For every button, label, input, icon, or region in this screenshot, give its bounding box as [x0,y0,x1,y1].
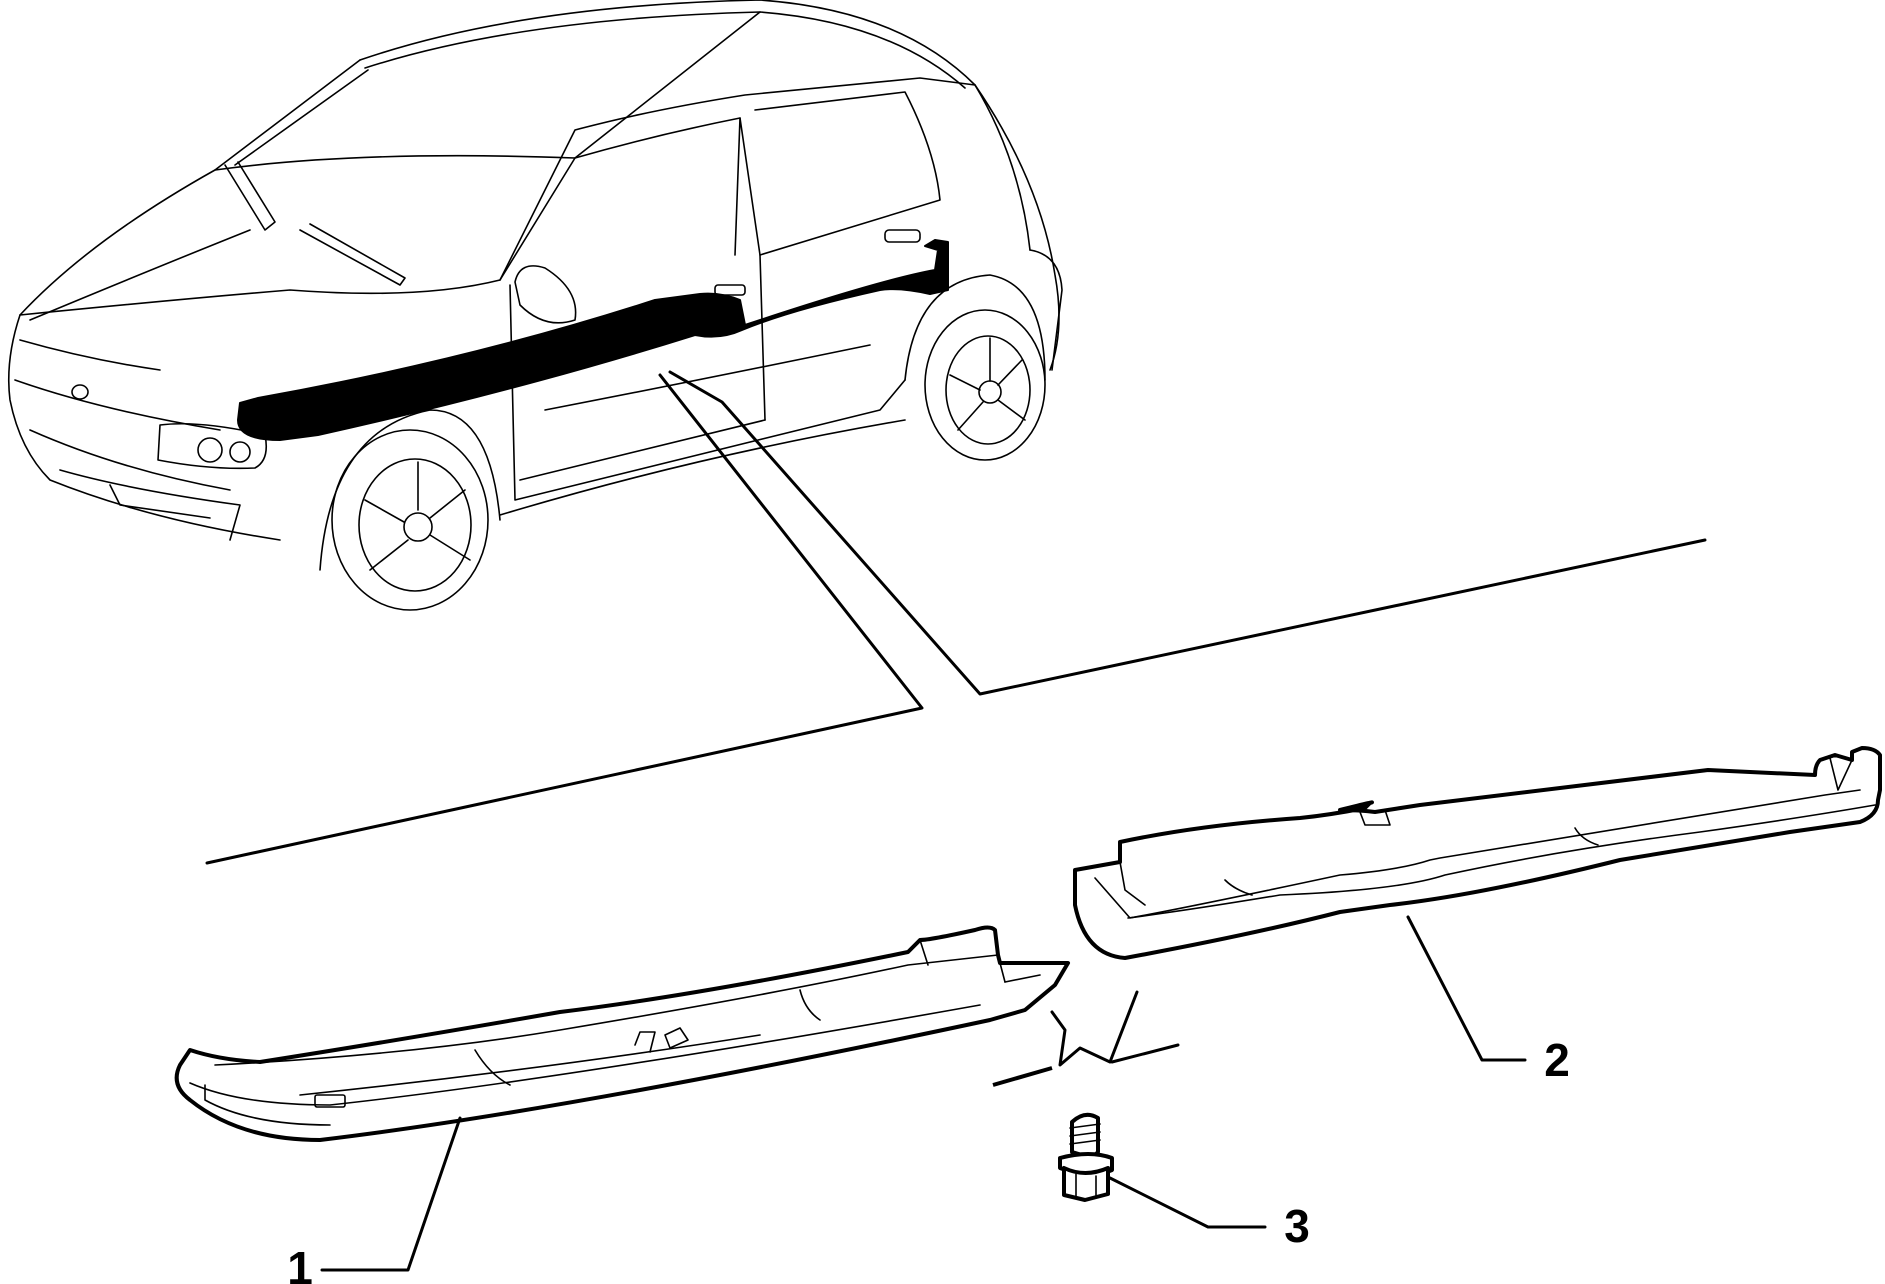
callout-label-1: 1 [287,1242,313,1284]
joint-break-marks [992,990,1180,1087]
car-illustration [8,0,1707,865]
callout-label-2: 2 [1544,1034,1570,1086]
sill-part-2 [1073,746,1882,1062]
sill-part-1 [174,925,1070,1272]
leader-line-2 [1406,915,1527,1062]
leader-line-3 [1108,1176,1267,1229]
bolt-part-3 [1058,1112,1267,1229]
callout-label-3: 3 [1284,1200,1310,1252]
leader-line-1 [320,1116,462,1272]
